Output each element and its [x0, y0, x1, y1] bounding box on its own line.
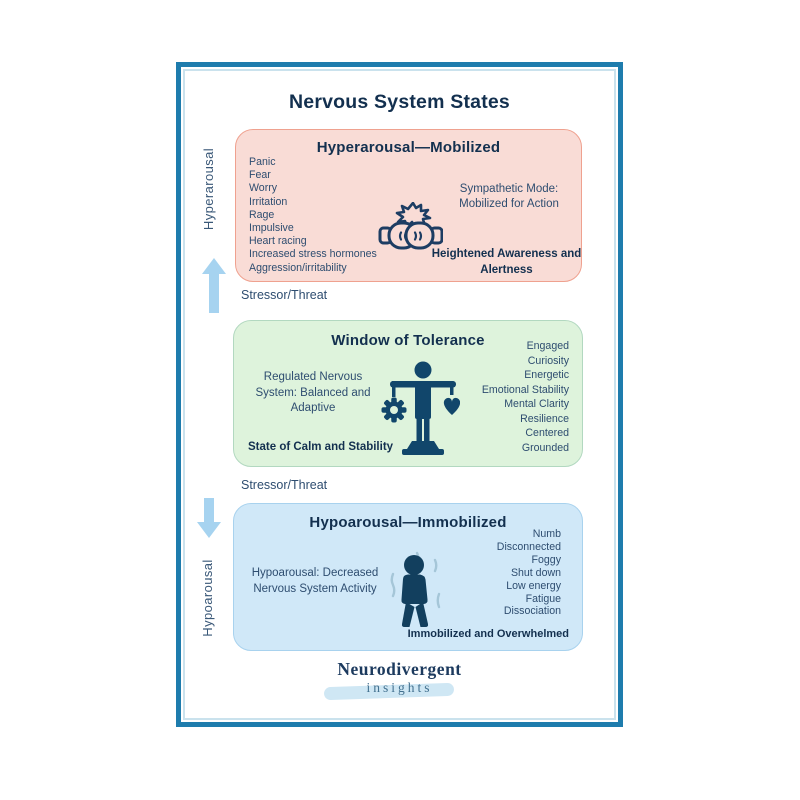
list-item: Foggy	[531, 553, 561, 566]
hyperarousal-axis-label: Hyperarousal	[201, 147, 216, 231]
window-section-title: Window of Tolerance	[331, 332, 485, 349]
window-bold-note: State of Calm and Stability	[248, 441, 394, 453]
brand-subtitle: insights	[366, 680, 433, 695]
list-item: Mental Clarity	[504, 398, 569, 410]
list-item: Disconnected	[496, 540, 561, 553]
list-item: Worry	[249, 182, 278, 195]
window-of-tolerance-section: Window of Tolerance Regulated Nervous Sy…	[233, 320, 583, 467]
poster-title: Nervous System States	[289, 91, 510, 113]
hypoarousal-description: Hypoarousal: Decreased Nervous System Ac…	[251, 567, 379, 595]
slumped-person-icon	[390, 551, 441, 627]
list-item: Rage	[249, 208, 275, 221]
list-item: Panic	[249, 156, 276, 168]
list-item: Curiosity	[527, 354, 569, 367]
list-item: Grounded	[521, 441, 569, 454]
poster-frame: Nervous System States Hyperarousal Stres…	[176, 62, 623, 727]
up-arrow-icon	[202, 258, 226, 313]
list-item: Energetic	[524, 369, 569, 381]
down-arrow-icon	[197, 498, 221, 538]
list-item: Shut down	[510, 566, 561, 579]
hypoarousal-bold-note: Immobilized and Overwhelmed	[407, 628, 569, 640]
stressor-threat-label-top: Stressor/Threat	[241, 288, 328, 302]
balance-scale-person-icon	[381, 361, 460, 455]
stressor-threat-label-bottom: Stressor/Threat	[241, 478, 328, 492]
hypoarousal-section-title: Hypoarousal—Immobilized	[309, 514, 507, 531]
list-item: Fatigue	[525, 592, 561, 605]
hyperarousal-section-title: Hyperarousal—Mobilized	[316, 139, 501, 156]
list-item: Fear	[249, 169, 271, 182]
hypoarousal-axis-label: Hypoarousal	[200, 559, 215, 637]
brand-name: Neurodivergent	[337, 659, 462, 679]
sympathetic-mode-text: Sympathetic Mode: Mobilized for Action	[459, 183, 559, 210]
list-item: Low energy	[506, 579, 561, 592]
list-item: Emotional Stability	[481, 383, 569, 396]
window-description: Regulated Nervous System: Balanced and A…	[255, 371, 371, 414]
brand-logo: Neurodivergent insights	[181, 659, 618, 701]
boxing-gloves-icon	[378, 202, 443, 250]
list-item: Numb	[532, 528, 561, 540]
list-item: Impulsive	[249, 222, 294, 235]
list-item: Centered	[525, 427, 569, 439]
list-item: Engaged	[526, 340, 569, 352]
list-item: Resilience	[520, 412, 569, 425]
list-item: Heart racing	[249, 235, 307, 248]
hypoarousal-section: Hypoarousal—Immobilized Hypoarousal: Dec…	[233, 503, 583, 651]
list-item: Aggression/irritability	[249, 261, 347, 274]
list-item: Irritation	[249, 195, 288, 208]
list-item: Dissociation	[503, 605, 561, 618]
list-item: Increased stress hormones	[249, 248, 377, 261]
hyperarousal-bold-note: Heightened Awareness and Alertness	[431, 248, 582, 276]
